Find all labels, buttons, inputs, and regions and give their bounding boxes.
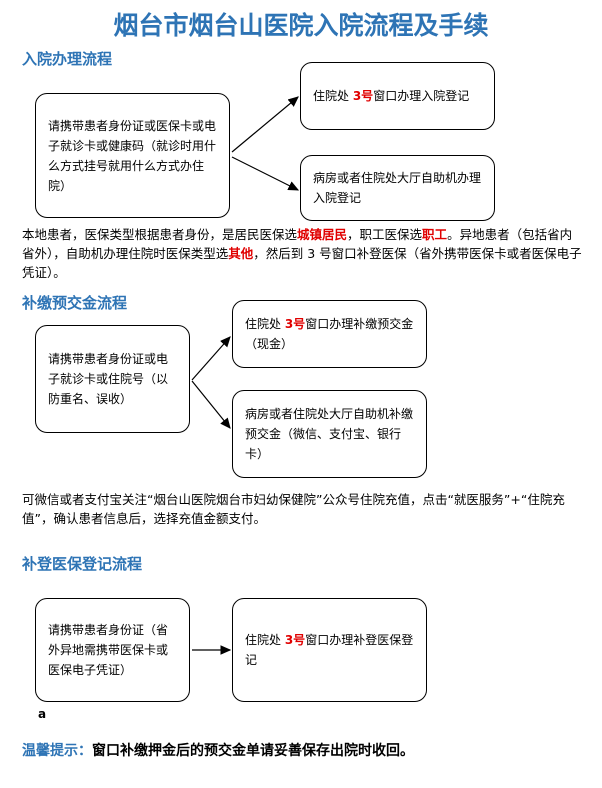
- arrow-admission-window: [231, 96, 299, 153]
- insurance-window-pre: 住院处: [245, 633, 285, 647]
- deposit-window-post: 窗口办理补缴预交金（现金）: [245, 317, 414, 351]
- insurance-window-post: 窗口办理补登医保登记: [245, 633, 414, 667]
- arrow-deposit-window: [191, 336, 231, 381]
- deposit-kiosk-box: 病房或者住院处大厅自助机补缴预交金（微信、支付宝、银行卡）: [232, 390, 427, 478]
- note-text-1: 本地患者，医保类型根据患者身份，是居民医保选: [22, 227, 298, 242]
- insurance-window-number: 3号: [284, 633, 306, 647]
- note-highlight-other: 其他: [228, 246, 254, 261]
- section-heading-deposit: 补缴预交金流程: [22, 294, 128, 312]
- warm-tip: 温馨提示：窗口补缴押金后的预交金单请妥善保存出院时收回。: [22, 740, 414, 760]
- insurance-source-box: 请携带患者身份证（省外异地需携带医保卡或医保电子凭证）: [35, 598, 190, 702]
- section-heading-admission: 入院办理流程: [22, 50, 113, 68]
- admission-window-box: 住院处 3号窗口办理入院登记: [300, 62, 495, 130]
- admission-note: 本地患者，医保类型根据患者身份，是居民医保选城镇居民，职工医保选职工。异地患者（…: [22, 225, 582, 282]
- deposit-source-box: 请携带患者身份证或电子就诊卡或住院号（以防重名、误收）: [35, 325, 190, 433]
- deposit-source-text: 请携带患者身份证或电子就诊卡或住院号（以防重名、误收）: [48, 352, 169, 406]
- insurance-window-box: 住院处 3号窗口办理补登医保登记: [232, 598, 427, 702]
- stray-letter: a: [38, 707, 47, 721]
- note-highlight-urban: 城镇居民: [297, 227, 348, 242]
- deposit-window-box: 住院处 3号窗口办理补缴预交金（现金）: [232, 300, 427, 368]
- arrow-deposit-kiosk: [191, 380, 231, 429]
- deposit-window-number: 3号: [284, 317, 306, 331]
- insurance-source-text: 请携带患者身份证（省外异地需携带医保卡或医保电子凭证）: [48, 623, 169, 677]
- section-heading-insurance: 补登医保登记流程: [22, 555, 143, 573]
- admission-source-box: 请携带患者身份证或医保卡或电子就诊卡或健康码（就诊时用什么方式挂号就用什么方式办…: [35, 93, 230, 218]
- deposit-kiosk-text: 病房或者住院处大厅自助机补缴预交金（微信、支付宝、银行卡）: [245, 407, 414, 461]
- admission-window-number: 3号: [352, 89, 374, 103]
- page-title: 烟台市烟台山医院入院流程及手续: [113, 11, 489, 40]
- admission-kiosk-box: 病房或者住院处大厅自助机办理入院登记: [300, 155, 495, 221]
- arrow-admission-kiosk: [231, 156, 300, 191]
- admission-window-pre: 住院处: [313, 89, 353, 103]
- note-text-2: ，职工医保选: [347, 227, 423, 242]
- warm-tip-label: 温馨提示：: [22, 743, 92, 759]
- admission-window-post: 窗口办理入院登记: [373, 89, 470, 103]
- note-highlight-employee: 职工: [422, 227, 448, 242]
- deposit-window-pre: 住院处: [245, 317, 285, 331]
- deposit-note: 可微信或者支付宝关注“烟台山医院烟台市妇幼保健院”公众号住院充值，点击“就医服务…: [22, 492, 565, 526]
- note-text-3: 。异地患者（包括省内省外），自助机办理住院时医保类型选: [22, 227, 573, 261]
- admission-source-text: 请携带患者身份证或医保卡或电子就诊卡或健康码（就诊时用什么方式挂号就用什么方式办…: [48, 118, 217, 193]
- admission-kiosk-text: 病房或者住院处大厅自助机办理入院登记: [313, 171, 482, 205]
- note-text-4: ，然后到 3 号窗口补登医保（省外携带医保卡或者医保电子凭证）。: [22, 246, 582, 280]
- warm-tip-text: 窗口补缴押金后的预交金单请妥善保存出院时收回。: [92, 743, 414, 759]
